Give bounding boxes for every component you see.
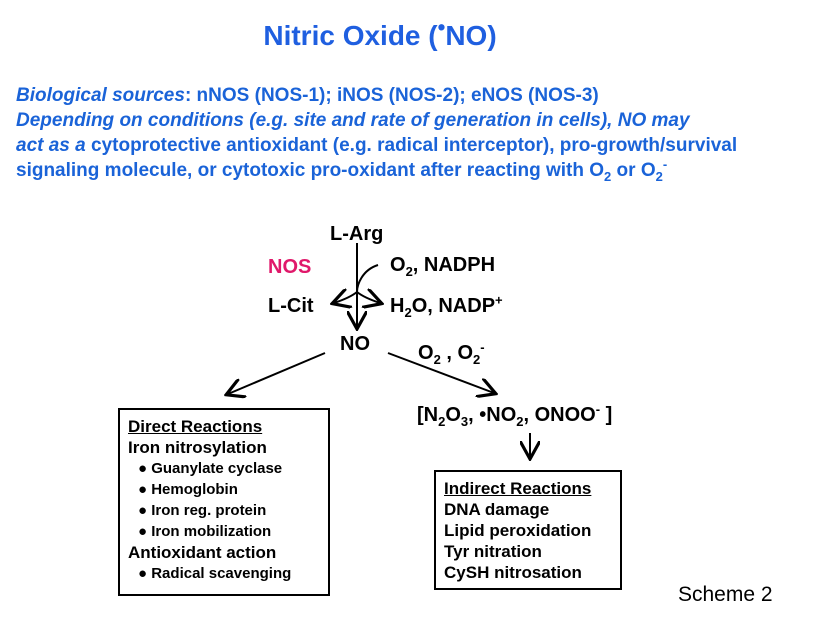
direct-item: ● Radical scavenging [138,565,292,582]
arrow-to-rns [387,352,494,393]
direct-item: ● Iron mobilization [138,523,272,540]
arrow-to-lcit [334,292,358,303]
nos-label: NOS [268,256,312,278]
oxidants-label: O2 , O2- [418,339,485,367]
intro-line-2: Depending on conditions (e.g. site and r… [16,110,690,131]
no-label: NO [340,333,370,355]
page-title: Nitric Oxide (•NO) [263,14,497,51]
rns-label: [N2O3, •NO2, ONOO- ] [417,401,613,429]
direct-reactions-box: Direct Reactions Iron nitrosylation ● Gu… [118,408,330,596]
arrow-to-h2o [356,292,380,303]
direct-item: ● Hemoglobin [138,481,238,498]
intro-line-1: Biological sources: nNOS (NOS-1); iNOS (… [16,85,599,106]
l-arg-label: L-Arg [330,223,384,245]
direct-item: Iron nitrosylation [128,438,267,457]
direct-item: Antioxidant action [128,543,277,562]
indirect-item: Lipid peroxidation [444,521,592,540]
byproducts-label: H2O, NADP+ [390,292,503,320]
indirect-item: Tyr nitration [444,542,542,561]
l-cit-label: L-Cit [268,295,314,317]
direct-item: ● Guanylate cyclase [138,460,283,477]
cofactor-label: O2, NADPH [390,254,496,279]
intro-line-4: signaling molecule, or cytotoxic pro-oxi… [16,156,668,184]
arrow-to-direct [228,352,326,394]
intro-line-3: act as a cytoprotective antioxidant (e.g… [16,135,738,156]
scheme-caption: Scheme 2 [678,583,773,606]
indirect-item: DNA damage [444,500,550,519]
direct-heading: Direct Reactions [128,417,263,436]
direct-item: ● Iron reg. protein [138,502,267,519]
indirect-reactions-box: Indirect Reactions DNA damage Lipid pero… [434,470,622,590]
arrow-cofactor [356,264,379,293]
indirect-heading: Indirect Reactions [444,479,592,498]
indirect-item: CySH nitrosation [444,563,582,582]
